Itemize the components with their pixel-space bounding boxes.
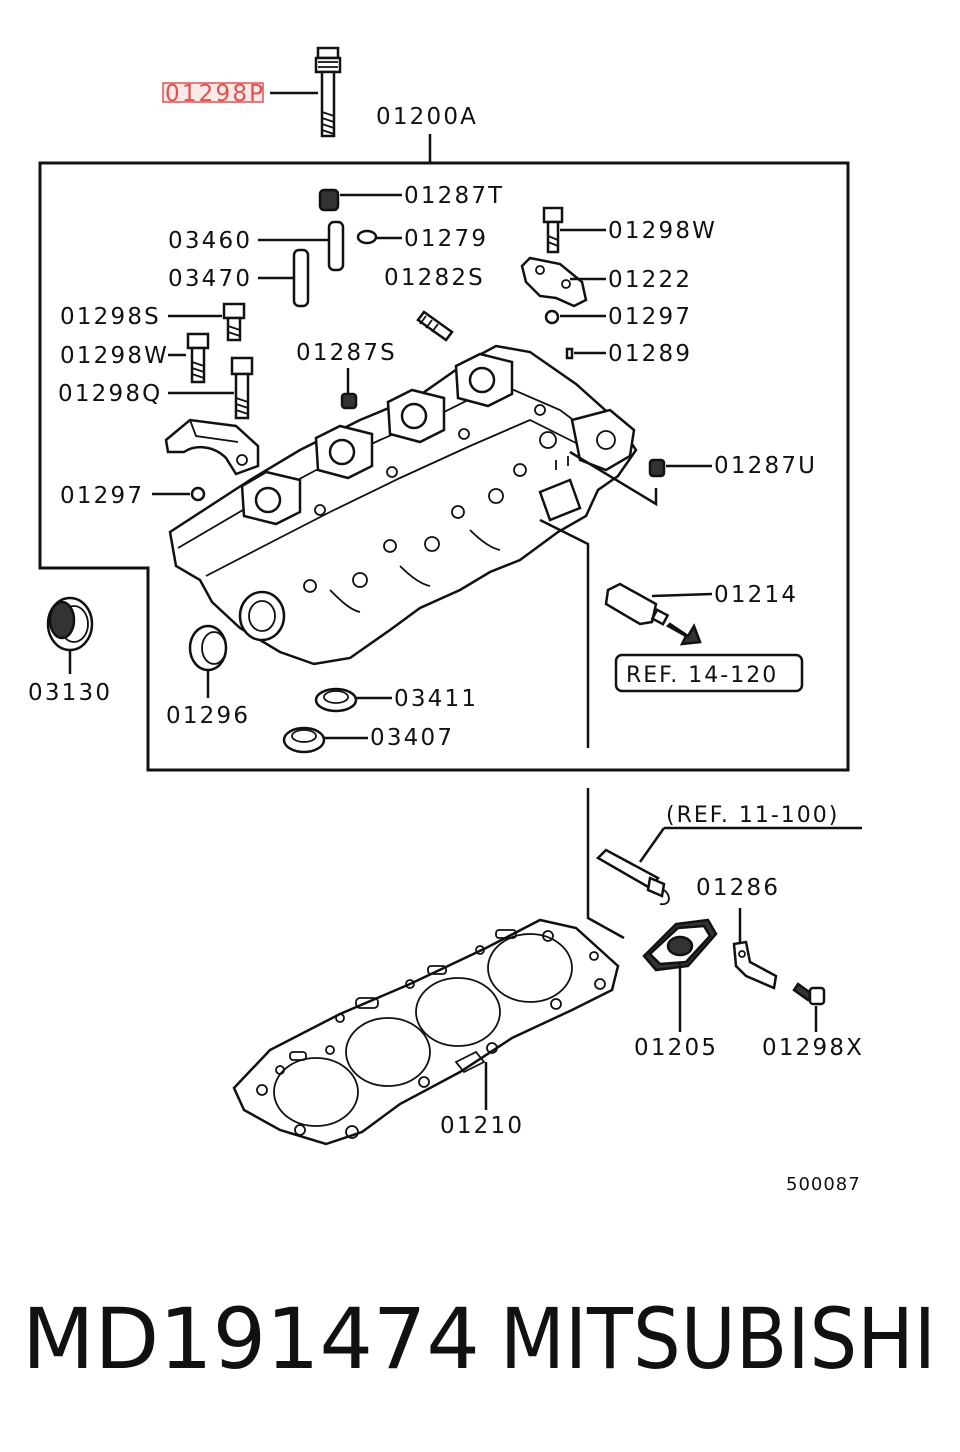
label-01287U[interactable]: 01287U: [714, 453, 817, 479]
bolt-01298S: [168, 302, 246, 342]
label-01298W-top[interactable]: 01298W: [608, 218, 717, 244]
plug-01287S: [340, 368, 358, 410]
plug-01287T: [318, 188, 402, 212]
ref-11-100-part: [595, 848, 670, 906]
cylinder-head-frame: [38, 161, 850, 772]
label-01205[interactable]: 01205: [634, 1035, 718, 1061]
label-03407[interactable]: 03407: [370, 725, 454, 751]
label-01297-left[interactable]: 01297: [60, 483, 144, 509]
label-03130[interactable]: 03130: [28, 680, 112, 706]
bolt-01298W-top: [542, 206, 606, 254]
label-03470[interactable]: 03470: [168, 266, 252, 292]
seal-03411: [314, 687, 392, 713]
highlight-box: [162, 82, 264, 103]
label-01297-top[interactable]: 01297: [608, 304, 692, 330]
part-number: MD191474: [22, 1290, 480, 1388]
seal-03130: [46, 596, 94, 674]
label-01298Q[interactable]: 01298Q: [58, 381, 162, 407]
pin-01289: [565, 347, 606, 360]
label-01222[interactable]: 01222: [608, 267, 692, 293]
label-01298P[interactable]: 01298P: [165, 81, 265, 107]
label-01298W-left[interactable]: 01298W: [60, 343, 169, 369]
bolt-01298W-left: [168, 332, 210, 384]
label-01287T[interactable]: 01287T: [404, 183, 504, 209]
label-03460[interactable]: 03460: [168, 228, 252, 254]
cylinder-head: [168, 344, 638, 666]
label-01298X[interactable]: 01298X: [762, 1035, 864, 1061]
bolt-01298Q: [168, 356, 254, 420]
label-01298S[interactable]: 01298S: [60, 304, 161, 330]
pin-01297-top: [544, 309, 606, 325]
seal-03407: [282, 726, 368, 754]
label-01200A[interactable]: 01200A: [376, 104, 478, 130]
valve-guide-03470: [258, 248, 310, 308]
plug-01287U: [569, 450, 712, 507]
lower-leader: [539, 518, 590, 748]
bearing-cap: [164, 418, 260, 476]
sensor-01214: [604, 582, 713, 646]
label-03411[interactable]: 03411: [394, 686, 478, 712]
head-gasket-01210: [232, 918, 620, 1146]
label-01279[interactable]: 01279: [404, 226, 488, 252]
plug-01296: [188, 624, 228, 698]
bracket-01286: [732, 908, 778, 990]
label-01289[interactable]: 01289: [608, 341, 692, 367]
pin-01297-left: [152, 486, 206, 502]
label-01287S[interactable]: 01287S: [296, 340, 397, 366]
label-01296[interactable]: 01296: [166, 703, 250, 729]
bolt-01298X: [792, 982, 826, 1032]
ref-11-100[interactable]: (REF. 11-100): [666, 803, 839, 828]
bolt-01298P: [270, 46, 342, 138]
label-01214[interactable]: 01214: [714, 582, 798, 608]
label-01210[interactable]: 01210: [440, 1113, 524, 1139]
bracket-01222: [520, 256, 606, 308]
ring-01279: [356, 229, 402, 245]
valve-guide-03460: [258, 220, 345, 272]
label-01286[interactable]: 01286: [696, 875, 780, 901]
gasket-leader: [586, 788, 625, 940]
brand-name: MITSUBISHI: [500, 1290, 936, 1388]
label-01282S[interactable]: 01282S: [384, 265, 485, 291]
ref-14-120[interactable]: REF. 14-120: [626, 663, 778, 688]
cover-01205: [642, 918, 718, 1032]
stud-01282S: [416, 310, 454, 342]
diagram-code: 500087: [786, 1174, 861, 1195]
ref-14-120-box: [614, 653, 804, 693]
